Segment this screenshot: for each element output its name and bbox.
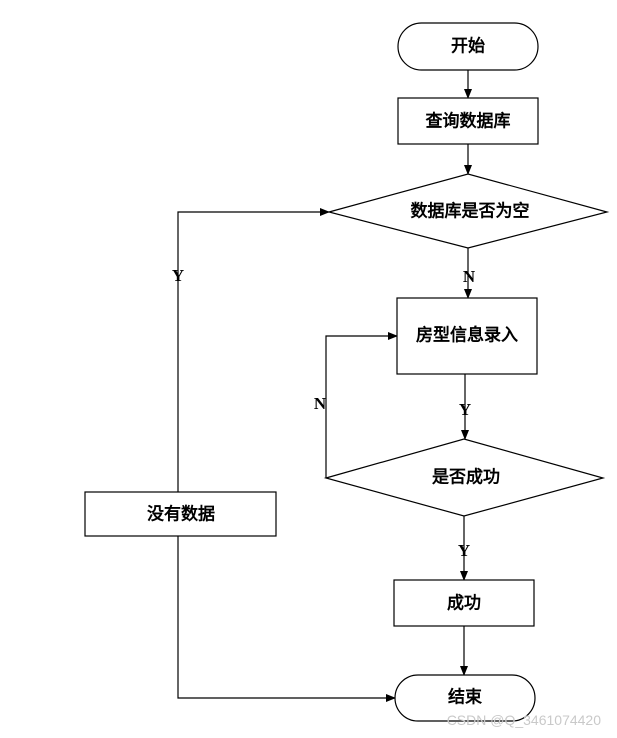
node-is-success-label: 是否成功 bbox=[432, 467, 500, 488]
node-db-empty bbox=[326, 173, 610, 249]
node-success bbox=[393, 579, 535, 627]
node-no-data bbox=[84, 491, 277, 537]
node-house-entry bbox=[396, 297, 538, 375]
node-house-entry-label: 房型信息录入 bbox=[416, 325, 518, 346]
node-query-db-label: 查询数据库 bbox=[425, 111, 511, 132]
node-end-label: 结束 bbox=[448, 687, 482, 708]
label-success-no: N bbox=[314, 394, 327, 413]
edge-check-loop-back bbox=[325, 332, 398, 478]
label-entry-yes: Y bbox=[459, 400, 471, 419]
node-query-db bbox=[397, 97, 539, 145]
node-success-label: 成功 bbox=[447, 593, 481, 614]
node-db-empty-label: 数据库是否为空 bbox=[411, 201, 530, 222]
node-start bbox=[397, 22, 539, 71]
node-end bbox=[394, 674, 536, 722]
label-db-empty-no: N bbox=[463, 267, 476, 286]
watermark: CSDN @Q_3461074420 bbox=[447, 712, 602, 728]
node-no-data-label: 没有数据 bbox=[147, 504, 215, 525]
edge-nodata-to-end bbox=[177, 536, 396, 702]
node-start-label: 开始 bbox=[451, 36, 485, 57]
label-success-yes: Y bbox=[458, 541, 470, 560]
edge-empty-yes-to-nodata bbox=[177, 208, 330, 492]
label-db-empty-yes: Y bbox=[172, 266, 184, 285]
node-is-success bbox=[323, 438, 606, 517]
